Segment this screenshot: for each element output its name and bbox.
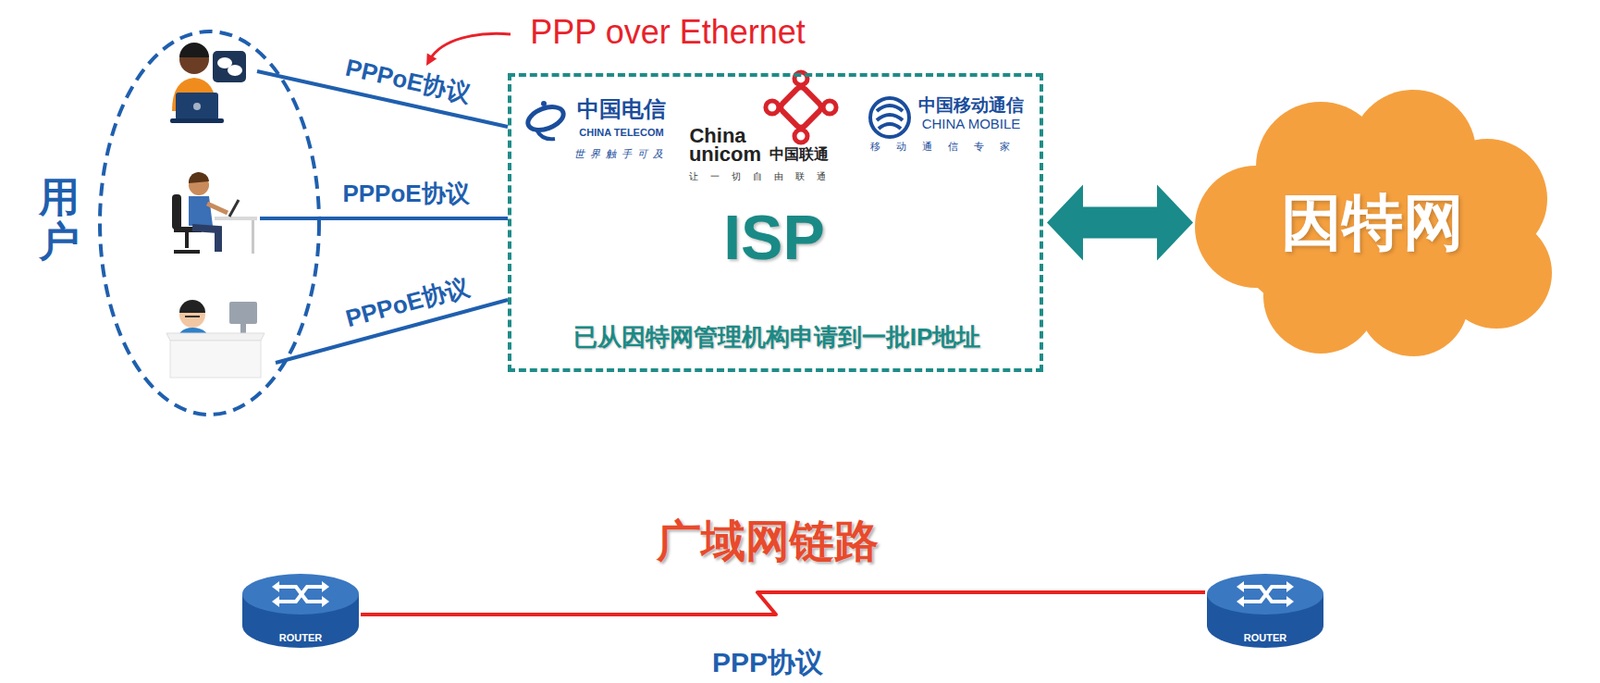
user-figure (170, 42, 247, 124)
cloud-shape (1194, 89, 1552, 357)
node-title: ISP (723, 200, 825, 273)
user-group-ellipse: 用户 (97, 28, 322, 418)
user-figure (166, 299, 265, 378)
dashed-ellipse (99, 31, 320, 415)
leader-arrow (426, 33, 511, 66)
logo-slogan: 让一切自由联通 (689, 171, 838, 183)
node-note: 已从因特网管理机构申请到一批IP地址 (573, 323, 982, 352)
internet-cloud: 因特网 (1191, 87, 1554, 358)
link-line (360, 591, 1206, 615)
node-title: ROUTER (279, 631, 322, 644)
unicom-logo (763, 69, 839, 146)
node-title: 用户 (38, 174, 80, 265)
mobile-logo (870, 98, 910, 137)
double-arrow (1046, 184, 1194, 261)
logo-text: 中国联通 (769, 146, 829, 163)
protocol-label: PPP协议 (712, 646, 824, 679)
protocol-label: PPPoE协议 (343, 54, 473, 110)
telecom-logo (524, 100, 567, 139)
node-title: 因特网 (1280, 187, 1465, 259)
logo-text: CHINA TELECOM (578, 126, 664, 139)
logo-slogan: 移动通信专家 (870, 140, 1026, 153)
logo-text: CHINA MOBILE (922, 115, 1022, 132)
router-icon: ROUTER (1205, 567, 1326, 652)
router-cylinder (242, 573, 359, 648)
logo-slogan: 世界触手可及 (574, 147, 669, 160)
logo-text: 中国电信 (577, 96, 666, 123)
user-figure (172, 172, 258, 254)
logo-text: 中国移动通信 (918, 95, 1024, 116)
section-heading: 广域网链路 (656, 515, 879, 567)
logo-text: unicom (689, 142, 762, 166)
router-cylinder (1206, 573, 1324, 648)
link-line (259, 216, 508, 221)
node-title: ROUTER (1243, 631, 1287, 644)
router-icon: ROUTER (240, 567, 361, 652)
annotation-text: PPP over Ethernet (529, 12, 806, 51)
protocol-label: PPPoE协议 (342, 180, 469, 209)
user-group-ellipse-shape (97, 28, 322, 418)
protocol-label: PPPoE协议 (343, 273, 473, 333)
